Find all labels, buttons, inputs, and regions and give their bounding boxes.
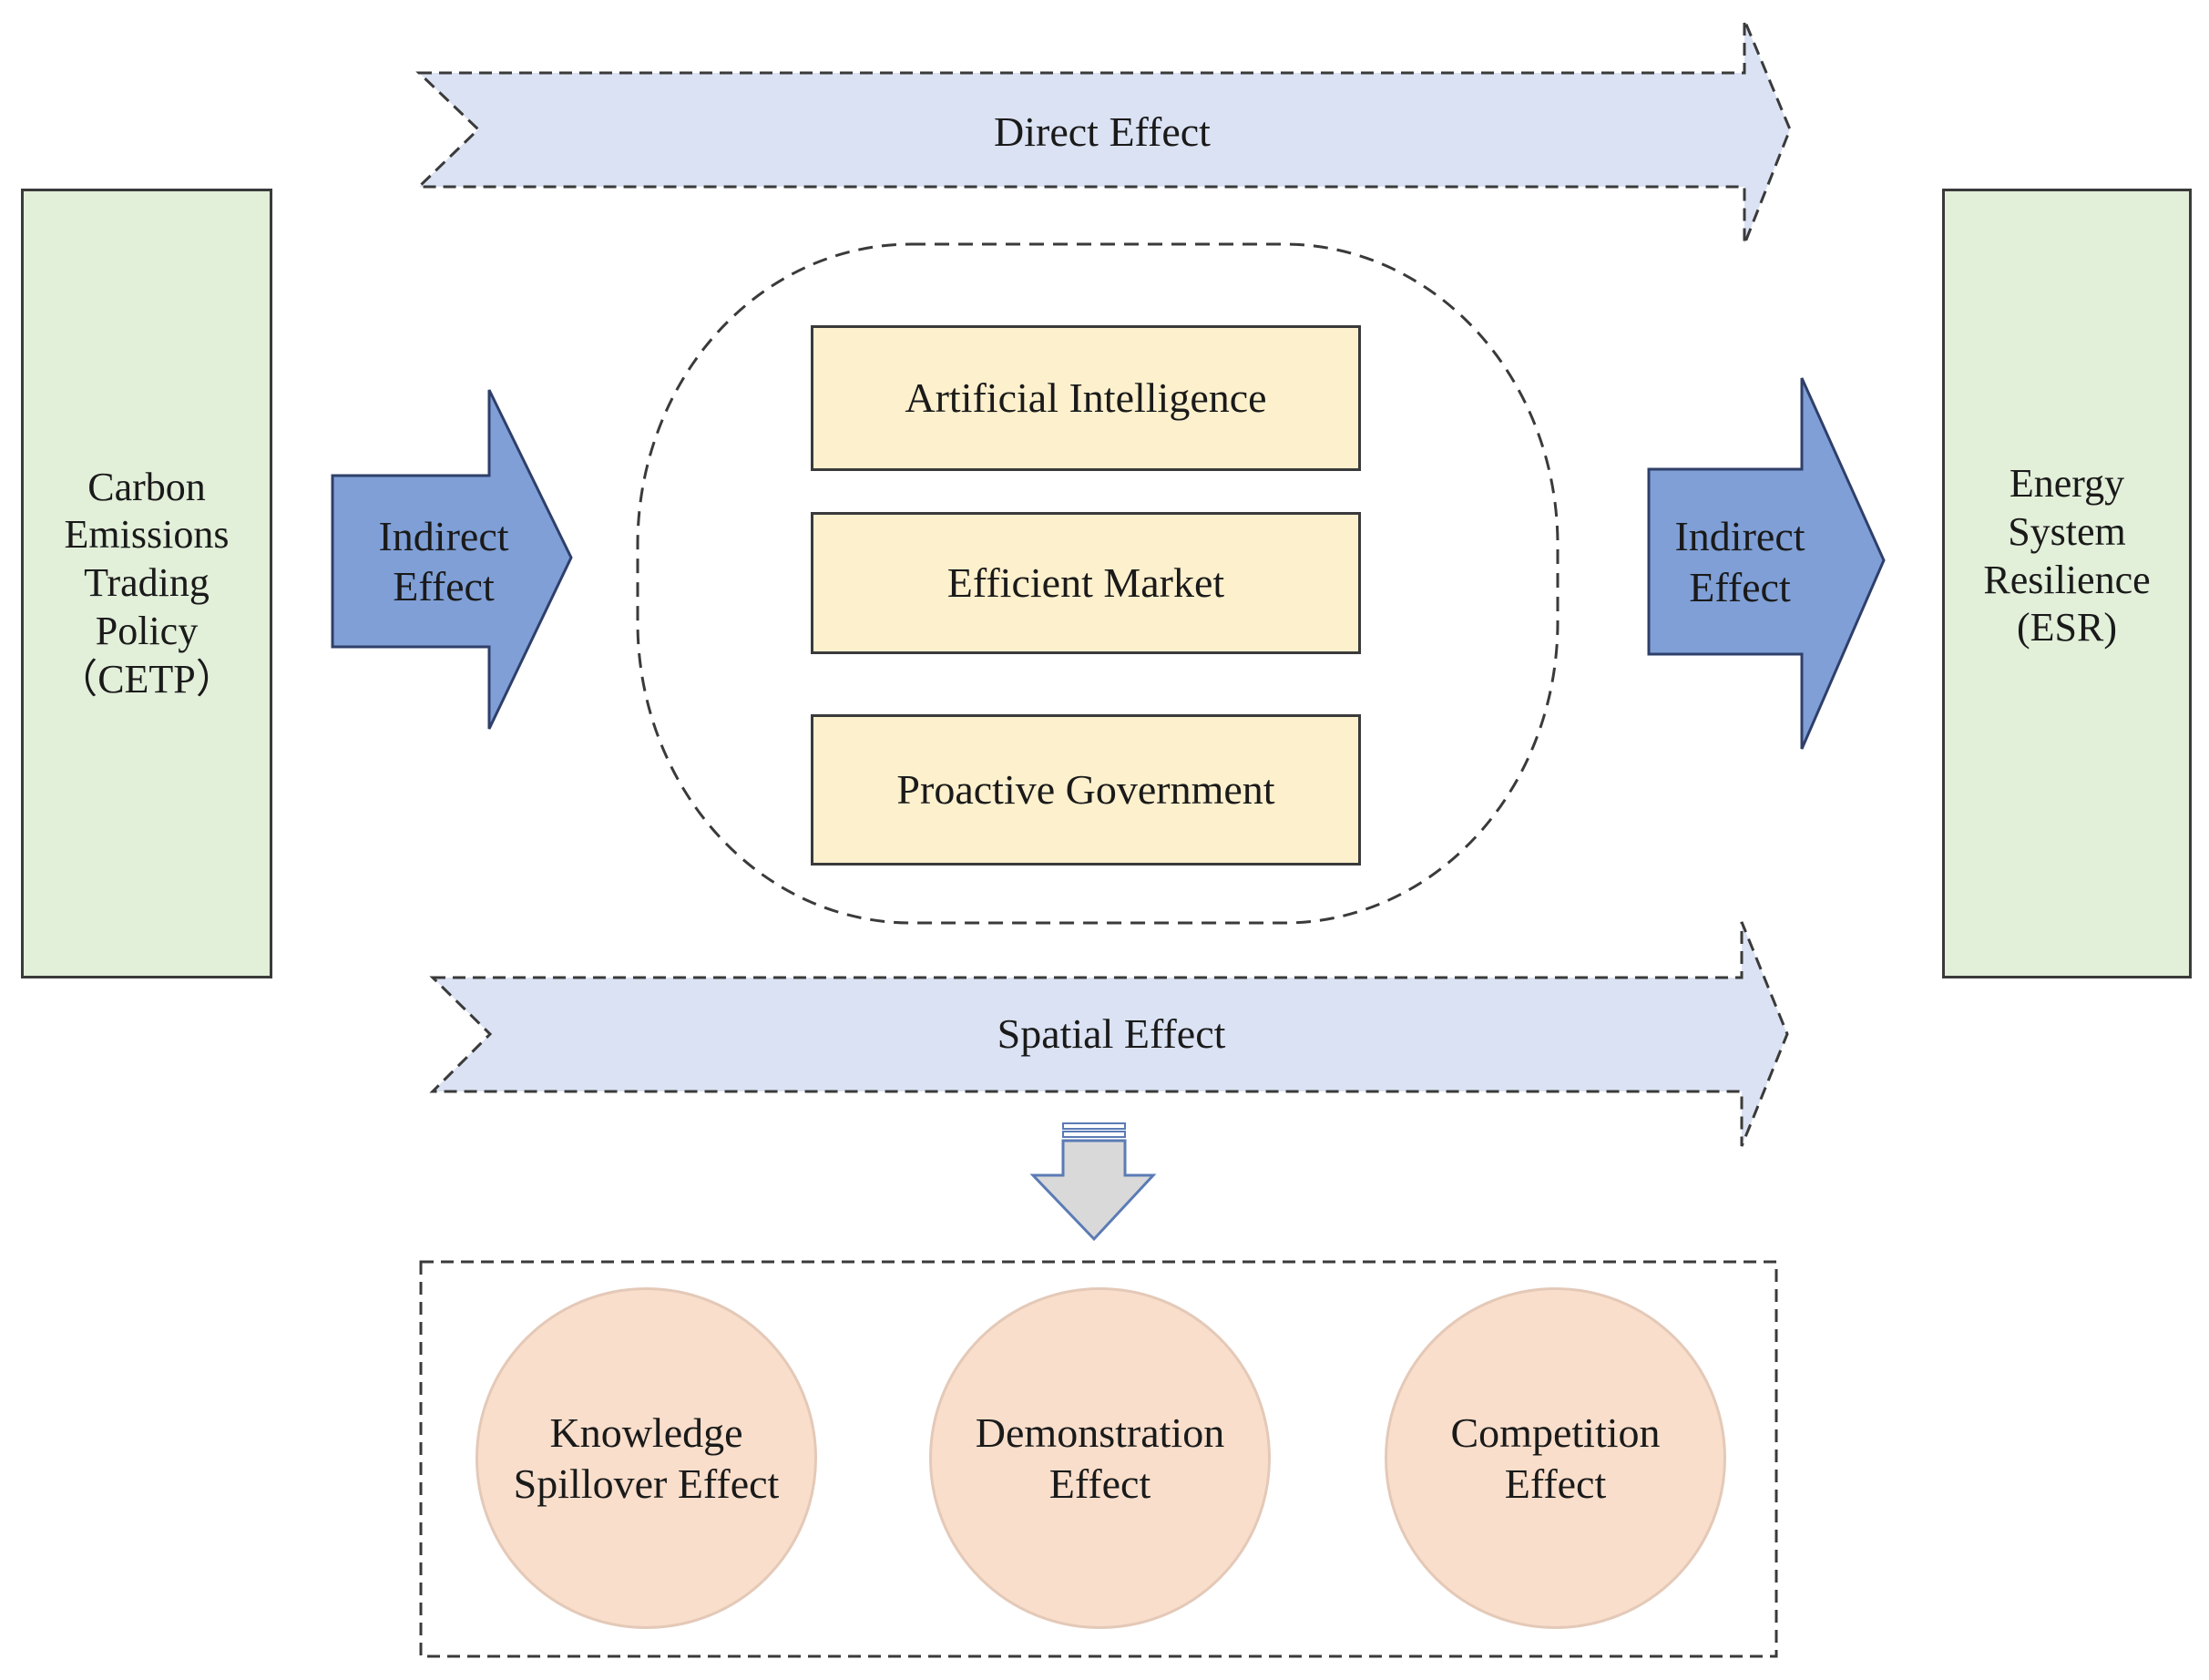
indirect-right-line: Effect: [1689, 563, 1791, 610]
knowledge-spillover-circle: Knowledge Spillover Effect: [476, 1287, 817, 1629]
indirect-effect-arrow-left: [331, 389, 573, 730]
esr-box: [1942, 189, 2192, 978]
circle-line: Competition: [1450, 1409, 1661, 1457]
circle-line: Spillover Effect: [513, 1460, 780, 1507]
mechanism-box-government: Proactive Government: [811, 714, 1361, 866]
down-arrow-icon: [1029, 1122, 1157, 1242]
esr-line: Energy: [2009, 460, 2125, 506]
mechanism-box-market: Efficient Market: [811, 512, 1361, 654]
cetp-line: Emissions: [64, 512, 230, 558]
indirect-left-line: Indirect: [378, 512, 509, 559]
indirect-effect-arrow-right: [1647, 377, 1886, 750]
esr-line: System: [2008, 508, 2126, 554]
mechanism-label: Proactive Government: [896, 766, 1275, 814]
mechanism-label: Artificial Intelligence: [905, 374, 1267, 422]
circle-line: Effect: [1048, 1460, 1151, 1507]
cetp-line: （CETP）: [57, 656, 236, 702]
circle-line: Effect: [1504, 1460, 1607, 1507]
indirect-right-line: Indirect: [1674, 513, 1805, 560]
circle-line: Knowledge: [549, 1409, 743, 1457]
cetp-line: Policy: [95, 608, 199, 653]
indirect-effect-label-right: Indirect Effect: [1653, 469, 1881, 654]
indirect-effect-label-left: Indirect Effect: [339, 476, 567, 647]
cetp-line: Carbon: [87, 464, 206, 509]
esr-label: Energy System Resilience (ESR): [1942, 189, 2192, 978]
esr-line: (ESR): [2017, 605, 2117, 650]
cetp-label: Carbon Emissions Trading Policy （CETP）: [21, 189, 272, 978]
esr-line: Resilience: [1983, 557, 2151, 602]
competition-effect-circle: Competition Effect: [1385, 1287, 1726, 1629]
cetp-line: Trading: [84, 560, 210, 606]
direct-effect-arrow: [415, 19, 1792, 245]
indirect-left-line: Effect: [393, 563, 495, 610]
mechanism-group-outline: [636, 242, 1560, 925]
mechanism-box-ai: Artificial Intelligence: [811, 325, 1361, 471]
spatial-effect-arrow: [429, 921, 1789, 1147]
spatial-effect-label: Spatial Effect: [997, 1010, 1226, 1058]
circle-line: Demonstration: [975, 1409, 1225, 1457]
cetp-box: [21, 189, 272, 978]
direct-effect-label: Direct Effect: [994, 108, 1211, 156]
demonstration-effect-circle: Demonstration Effect: [929, 1287, 1271, 1629]
spatial-channels-outline: [419, 1260, 1778, 1658]
mechanism-label: Efficient Market: [946, 559, 1225, 607]
